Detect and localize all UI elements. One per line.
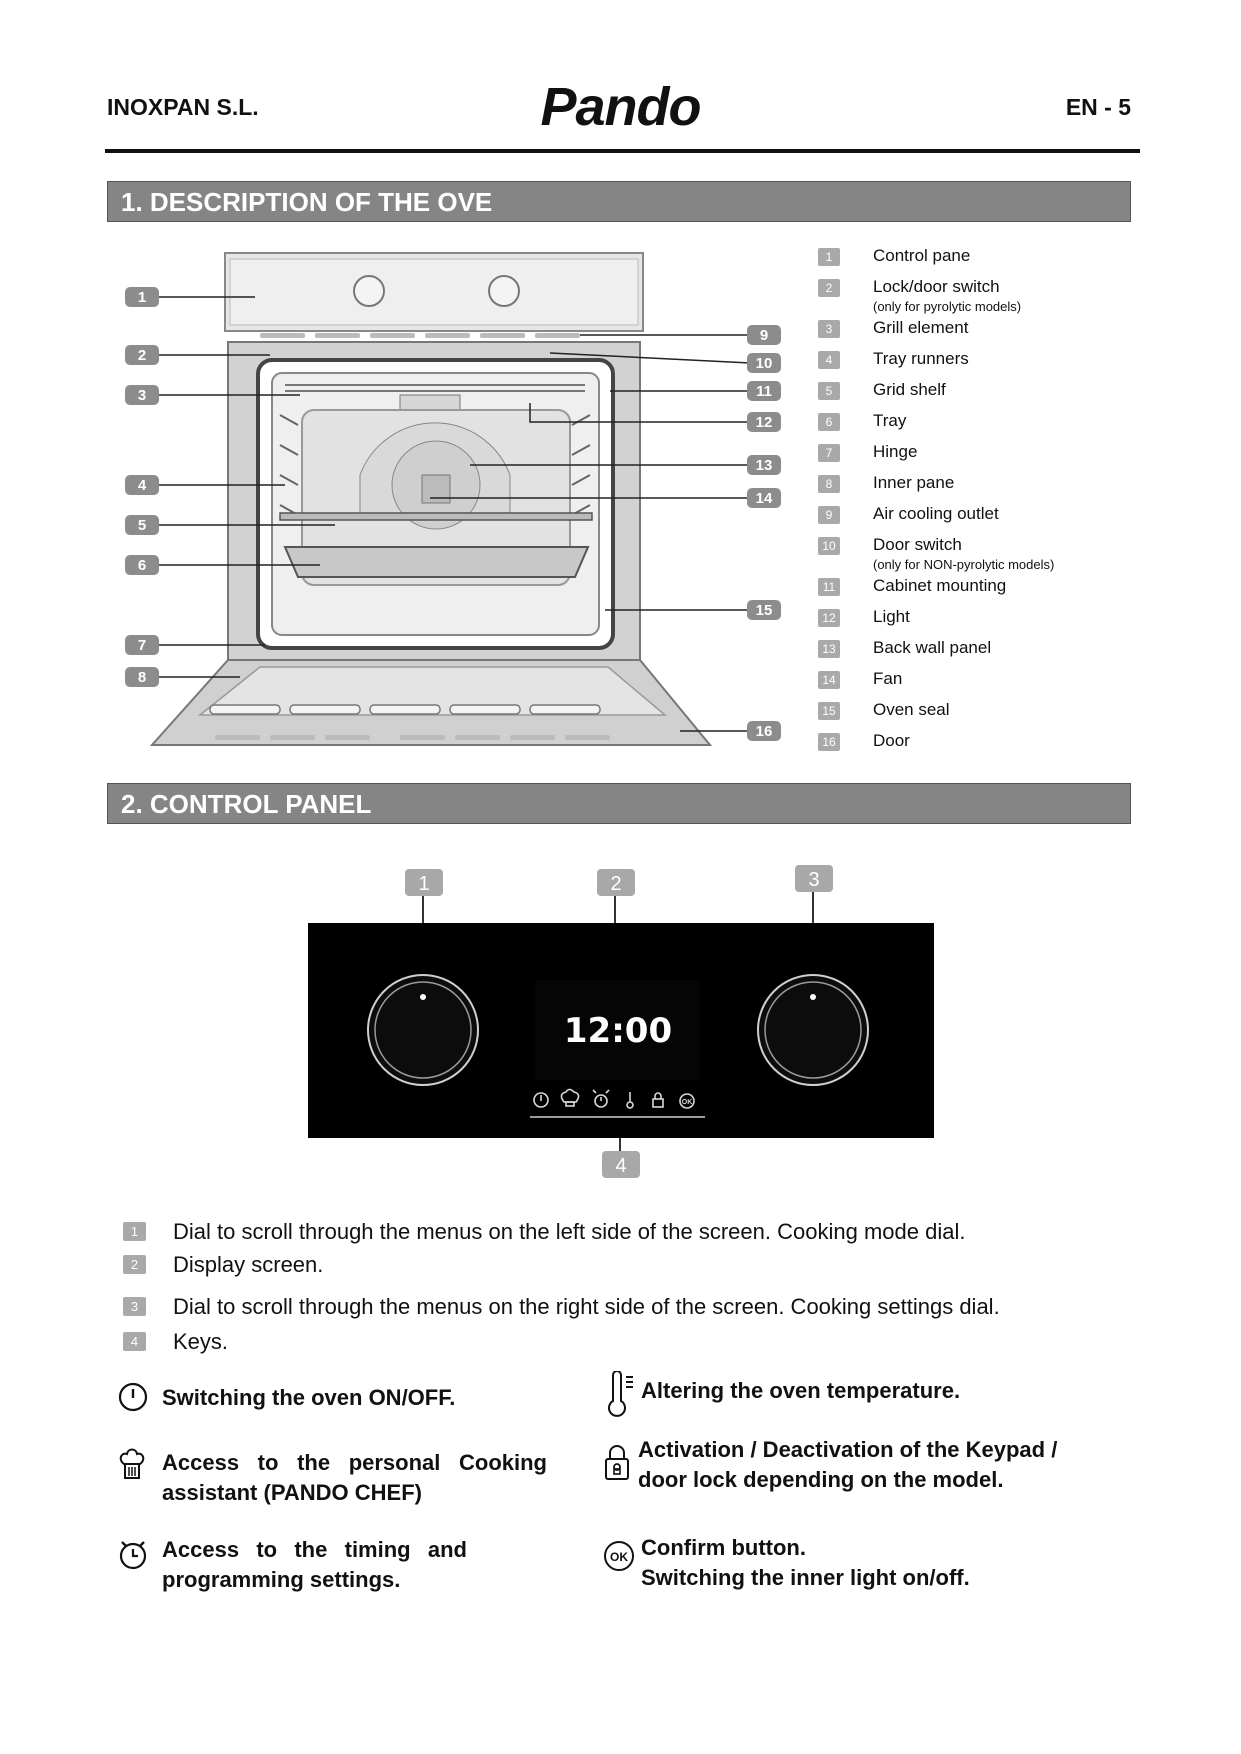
alarm-clock-icon[interactable] [592, 1089, 610, 1108]
lock-icon [605, 1445, 629, 1480]
power-icon[interactable] [533, 1092, 549, 1108]
key-lock-description: Activation / Deactivation of the Keypad … [638, 1437, 1058, 1492]
section-title-control-panel: 2. CONTROL PANEL [107, 783, 1131, 824]
oven-callout-5: 5 [138, 517, 146, 534]
key-timer-description: Access to the timing and programming set… [162, 1537, 467, 1592]
oven-callout-15: 15 [756, 602, 773, 619]
display-time: 12:00 [564, 1011, 672, 1051]
panel-callout-1: 1 [418, 873, 429, 895]
chef-hat-icon[interactable] [560, 1088, 580, 1107]
oven-callout-4: 4 [138, 477, 147, 494]
alarm-clock-icon [119, 1541, 147, 1570]
ok-icon[interactable] [679, 1093, 695, 1109]
brand-logo: Pando [540, 77, 701, 137]
panel-callout-3: 3 [808, 869, 819, 891]
panel-callout-4: 4 [615, 1155, 626, 1177]
key-temperature-description: Altering the oven temperature. [641, 1378, 961, 1403]
cooking-mode-dial[interactable] [367, 974, 479, 1086]
thermometer-icon[interactable] [626, 1092, 634, 1109]
page-number: EN - 5 [1065, 94, 1131, 120]
oven-callout-13: 13 [756, 457, 773, 474]
oven-diagram: 1 2 3 4 5 6 7 8 9 10 11 12 13 14 15 16 [125, 252, 781, 746]
oven-callout-14: 14 [756, 490, 773, 507]
svg-text:OK: OK [682, 1099, 693, 1106]
oven-callout-8: 8 [138, 669, 146, 686]
oven-callout-11: 11 [756, 383, 772, 400]
oven-callout-3: 3 [138, 387, 146, 404]
thermometer-icon [608, 1371, 633, 1417]
oven-callout-16: 16 [756, 723, 773, 740]
key-power-description: Switching the oven ON/OFF. [162, 1385, 456, 1410]
company-name: INOXPAN S.L. [107, 94, 259, 120]
oven-callouts [125, 287, 781, 741]
svg-text:OK: OK [610, 1550, 628, 1564]
cooking-settings-dial[interactable] [757, 974, 869, 1086]
oven-callout-12: 12 [756, 414, 773, 431]
section-title-oven-description: 1. DESCRIPTION OF THE OVE [107, 181, 1131, 222]
oven-callout-6: 6 [138, 557, 146, 574]
display-screen [535, 980, 700, 1080]
oven-callout-10: 10 [756, 355, 773, 372]
key-chef-description: Access to the personal Cooking assistant… [162, 1450, 547, 1505]
lock-icon[interactable] [652, 1092, 664, 1108]
control-panel-diagram: 12:00 OK 1 2 3 4 [308, 865, 934, 1178]
ok-icon: OK [604, 1541, 634, 1571]
oven-callout-1: 1 [138, 289, 146, 306]
oven-callout-9: 9 [760, 327, 768, 344]
power-icon [118, 1382, 148, 1412]
chef-hat-icon [119, 1448, 145, 1479]
oven-callout-7: 7 [138, 637, 146, 654]
key-ok-description: Confirm button. Switching the inner ligh… [641, 1535, 970, 1590]
panel-callout-2: 2 [610, 873, 621, 895]
oven-callout-2: 2 [138, 347, 146, 364]
header-rule [105, 149, 1140, 153]
